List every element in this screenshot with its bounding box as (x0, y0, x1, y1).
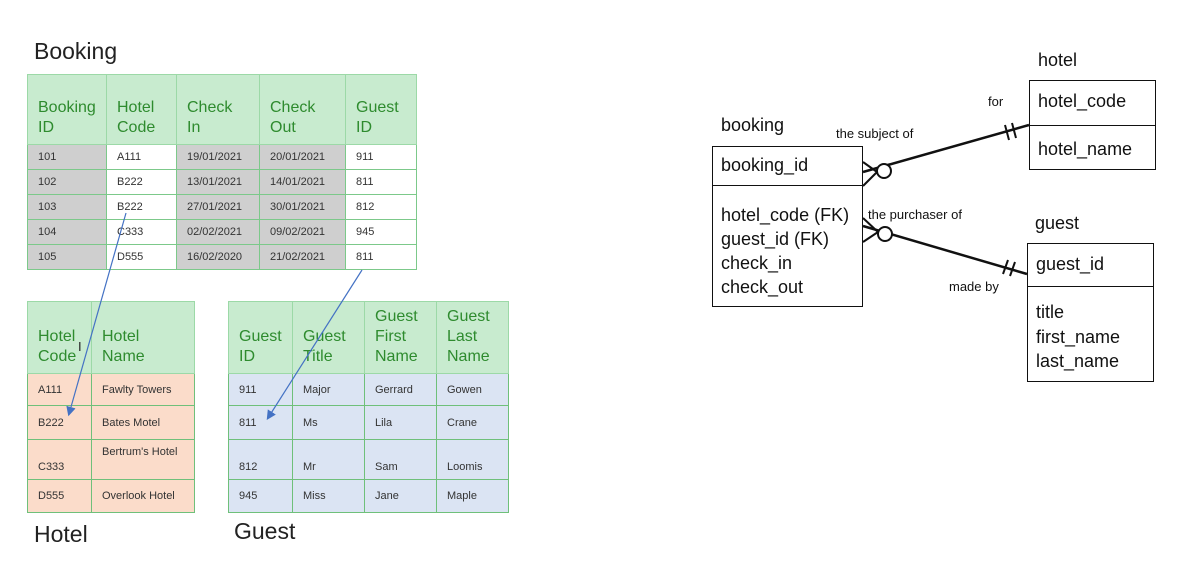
er-guest-field: title (1036, 302, 1065, 322)
text-cursor-icon: I (78, 339, 82, 354)
er-guest-entity (1027, 243, 1154, 382)
guest-cell: Mr (292, 439, 365, 480)
hotel-cell: A111 (27, 373, 92, 406)
guest-cell: Gowen (436, 373, 509, 406)
fk-arrow-hotel-code (66, 212, 127, 417)
er-hotel-pk: hotel_code (1038, 91, 1127, 111)
booking-table-title: Booking (34, 38, 118, 64)
booking-cell: 21/02/2021 (259, 244, 346, 270)
booking-cell: 945 (345, 219, 417, 245)
er-guest-field: last_name (1036, 351, 1120, 371)
er-booking-field: check_out (721, 277, 804, 297)
booking-cell: D555 (106, 244, 177, 270)
er-booking-field: hotel_code (FK) (721, 205, 850, 225)
hotel-cell: Overlook Hotel (91, 479, 195, 513)
booking-cell: A111 (106, 144, 177, 170)
table-row: 812 Mr Sam Loomis (228, 439, 509, 480)
table-row: 811 Ms Lila Crane (228, 405, 509, 440)
hotel-cell: Bertrum's Hotel (91, 439, 195, 480)
guest-cell: 812 (228, 439, 293, 480)
hotel-cell: Fawlty Towers (91, 373, 195, 406)
er-guest-entity-label: guest (1035, 213, 1080, 233)
guest-table-title: Guest (234, 518, 296, 544)
booking-cell: 811 (345, 244, 417, 270)
table-row: B222 Bates Motel (27, 405, 195, 440)
hotel-cell: B222 (27, 405, 92, 440)
guest-cell: Loomis (436, 439, 509, 480)
booking-cell: 102 (27, 169, 107, 195)
er-booking-field: check_in (721, 253, 793, 273)
er-rel-label-subject-of: the subject of (836, 126, 914, 141)
guest-cell: 911 (228, 373, 293, 406)
er-rel-label-made-by: made by (949, 279, 999, 294)
booking-cell: 30/01/2021 (259, 194, 346, 220)
er-booking-pk: booking_id (721, 155, 809, 175)
booking-cell: B222 (106, 194, 177, 220)
er-hotel-field: hotel_name (1038, 139, 1133, 159)
hotel-table-title: Hotel (34, 521, 88, 547)
booking-cell: 812 (345, 194, 417, 220)
guest-cell: 945 (228, 479, 293, 513)
booking-cell: 103 (27, 194, 107, 220)
fk-arrow-guest-id (266, 269, 363, 421)
booking-cell: 105 (27, 244, 107, 270)
table-row: C333 Bertrum's Hotel (27, 439, 195, 480)
table-row: 911 Major Gerrard Gowen (228, 373, 509, 406)
er-booking-entity-label: booking (721, 115, 785, 135)
er-hotel-entity-label: hotel (1038, 50, 1078, 70)
er-relationship-booking-guest (862, 217, 1028, 277)
booking-cell: B222 (106, 169, 177, 195)
table-row: 103 B222 27/01/2021 30/01/2021 812 (27, 194, 417, 220)
hotel-cell: D555 (27, 479, 92, 513)
booking-cell: 20/01/2021 (259, 144, 346, 170)
guest-cell: Lila (364, 405, 437, 440)
guest-cell: Crane (436, 405, 509, 440)
table-row: D555 Overlook Hotel (27, 479, 195, 513)
table-row: 105 D555 16/02/2020 21/02/2021 811 (27, 244, 417, 270)
er-guest-field: first_name (1036, 327, 1121, 347)
booking-cell: 911 (345, 144, 417, 170)
er-relationship-booking-hotel (862, 122, 1030, 187)
guest-cell: Jane (364, 479, 437, 513)
booking-cell: 16/02/2020 (176, 244, 260, 270)
er-guest-pk: guest_id (1036, 254, 1105, 274)
booking-cell: 09/02/2021 (259, 219, 346, 245)
guest-cell: Gerrard (364, 373, 437, 406)
guest-cell: Maple (436, 479, 509, 513)
booking-cell: 811 (345, 169, 417, 195)
er-rel-label-for: for (988, 94, 1004, 109)
er-rel-label-purchaser-of: the purchaser of (868, 207, 962, 222)
table-row: A111 Fawlty Towers (27, 373, 195, 406)
er-booking-entity (712, 146, 863, 307)
er-hotel-entity (1029, 80, 1156, 170)
er-booking-field: guest_id (FK) (721, 229, 830, 249)
hotel-cell: Bates Motel (91, 405, 195, 440)
booking-cell: 19/01/2021 (176, 144, 260, 170)
booking-cell: 14/01/2021 (259, 169, 346, 195)
guest-cell: 811 (228, 405, 293, 440)
guest-cell: Sam (364, 439, 437, 480)
guest-cell: Major (292, 373, 365, 406)
table-row: 945 Miss Jane Maple (228, 479, 509, 513)
